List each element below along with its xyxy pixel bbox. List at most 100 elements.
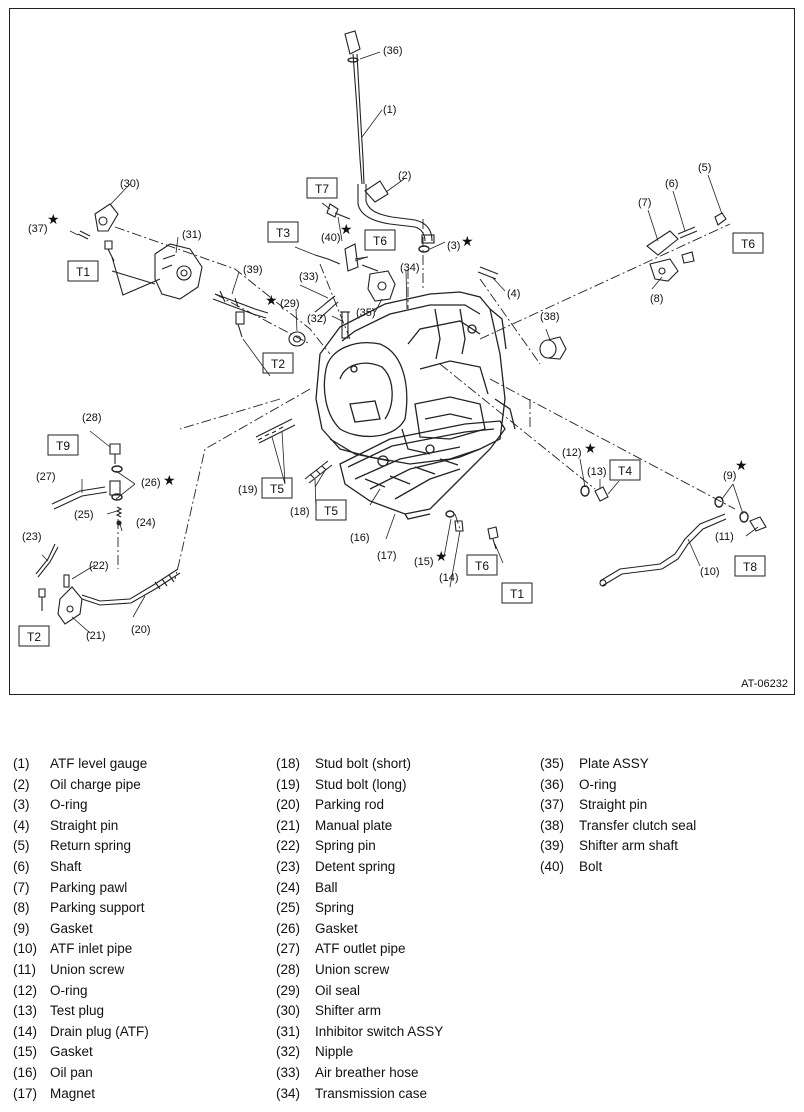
callout-28: (28) — [82, 412, 102, 424]
callout-36: (36) — [383, 45, 403, 57]
legend-number: (16) — [13, 1064, 38, 1080]
detent-spring — [35, 543, 59, 578]
legend-name: Bolt — [579, 858, 603, 874]
star-icon: ★ — [47, 211, 60, 227]
inhibitor-switch — [154, 243, 203, 300]
leader-t1-shifter — [111, 256, 161, 296]
legend-name: Spring pin — [315, 838, 376, 854]
legend-name: Drain plug (ATF) — [50, 1023, 149, 1039]
callout-33: (33) — [299, 271, 319, 283]
legend-number: (12) — [13, 982, 38, 998]
spring-pin — [63, 574, 70, 588]
callout-5: (5) — [698, 162, 711, 174]
legend-number: (21) — [276, 817, 301, 833]
torque-label: T1 — [76, 265, 90, 279]
parking-mechanism — [646, 212, 727, 282]
torque-label: T6 — [741, 237, 755, 251]
legend-number: (5) — [13, 838, 30, 854]
detent-spring-ball — [115, 506, 123, 526]
callout-13: (13) — [587, 466, 607, 478]
nipple-and-hose — [314, 295, 350, 339]
legend-number: (15) — [13, 1044, 38, 1060]
callout-8: (8) — [650, 293, 663, 305]
callout-16: (16) — [350, 532, 370, 544]
callout-25: (25) — [74, 509, 94, 521]
callout-1: (1) — [383, 104, 396, 116]
legend-name: Transmission case — [315, 1085, 428, 1101]
legend-name: Nipple — [315, 1044, 354, 1060]
legend-number: (27) — [276, 941, 301, 957]
legend-number: (6) — [13, 858, 30, 874]
callout-4: (4) — [507, 288, 520, 300]
legend-name: Gasket — [50, 1044, 93, 1060]
legend-number: (31) — [276, 1023, 301, 1039]
legend-number: (7) — [13, 879, 30, 895]
legend-name: Detent spring — [315, 858, 396, 874]
legend-name: Shaft — [50, 858, 82, 874]
legend-name: O-ring — [50, 797, 88, 813]
legend-number: (32) — [276, 1044, 301, 1060]
legend-name: Stud bolt (short) — [315, 756, 412, 771]
callout-40: (40) — [321, 232, 341, 244]
legend-number: (25) — [276, 900, 301, 916]
legend-name: Inhibitor switch ASSY — [315, 1023, 444, 1039]
shifter-arm — [94, 203, 119, 232]
callout-31: (31) — [182, 229, 202, 241]
stud-bolts — [255, 418, 333, 484]
legend-number: (39) — [540, 838, 565, 854]
legend-number: (17) — [13, 1085, 38, 1101]
torque-label: T9 — [56, 439, 70, 453]
torque-label: T6 — [475, 559, 489, 573]
atf-inlet-pipe — [599, 496, 767, 587]
assembly-centerlines — [114, 219, 736, 580]
legend-name: ATF outlet pipe — [315, 941, 406, 957]
callout-26: (26) — [141, 477, 161, 489]
legend-number: (14) — [13, 1023, 38, 1039]
star-icon: ★ — [461, 233, 474, 249]
callout-17: (17) — [377, 550, 397, 562]
torque-labels: T7 T3 T6 T6 T1 T2 T9 T4 T5 T5 T6 T8 T1 T… — [27, 182, 757, 644]
legend-number: (35) — [540, 756, 565, 771]
legend-name: Oil pan — [50, 1064, 93, 1080]
legend-number: (18) — [276, 756, 301, 771]
legend-name: Straight pin — [50, 817, 119, 833]
legend-number: (1) — [13, 756, 30, 771]
callout-14: (14) — [439, 572, 459, 584]
torque-label: T6 — [373, 234, 387, 248]
atf-outlet-pipe — [51, 443, 123, 510]
star-markers: ★ ★ ★ ★ ★ ★ ★ ★ — [47, 211, 748, 564]
oil-seal — [288, 331, 306, 347]
legend-number: (29) — [276, 982, 301, 998]
callout-27: (27) — [36, 471, 56, 483]
star-icon: ★ — [435, 548, 448, 564]
legend-number: (10) — [13, 941, 38, 957]
torque-label: T5 — [270, 482, 284, 496]
shifter-arm-shaft — [212, 290, 269, 338]
legend-name: Transfer clutch seal — [579, 817, 697, 833]
legend-name: Straight pin — [579, 797, 648, 813]
callout-15: (15) — [414, 556, 434, 568]
legend-number: (33) — [276, 1064, 301, 1080]
legend-number: (4) — [13, 817, 30, 833]
legend-number: (24) — [276, 879, 301, 895]
legend-number: (3) — [13, 797, 30, 813]
callout-29: (29) — [280, 298, 300, 310]
leader-lines — [41, 51, 759, 634]
callout-32: (32) — [307, 313, 327, 325]
legend-name: Magnet — [50, 1085, 96, 1101]
legend-name: Gasket — [50, 920, 93, 936]
star-icon: ★ — [163, 472, 176, 488]
legend-name: Plate ASSY — [579, 756, 649, 771]
legend-name: Union screw — [315, 961, 390, 977]
exploded-view-diagram: (36) (1) (2) (3) (4) (5) (6) (7) (8) (9)… — [18, 30, 767, 647]
torque-label: T1 — [510, 587, 524, 601]
callout-2: (2) — [398, 170, 411, 182]
legend-name: Shifter arm — [315, 1003, 382, 1019]
transfer-clutch-seal — [539, 336, 567, 360]
legend-number: (11) — [13, 961, 37, 977]
legend-name: Parking support — [50, 900, 145, 916]
callout-37: (37) — [28, 223, 48, 235]
legend-number: (19) — [276, 776, 301, 792]
star-icon: ★ — [584, 440, 597, 456]
legend-name: Oil charge pipe — [50, 776, 141, 792]
